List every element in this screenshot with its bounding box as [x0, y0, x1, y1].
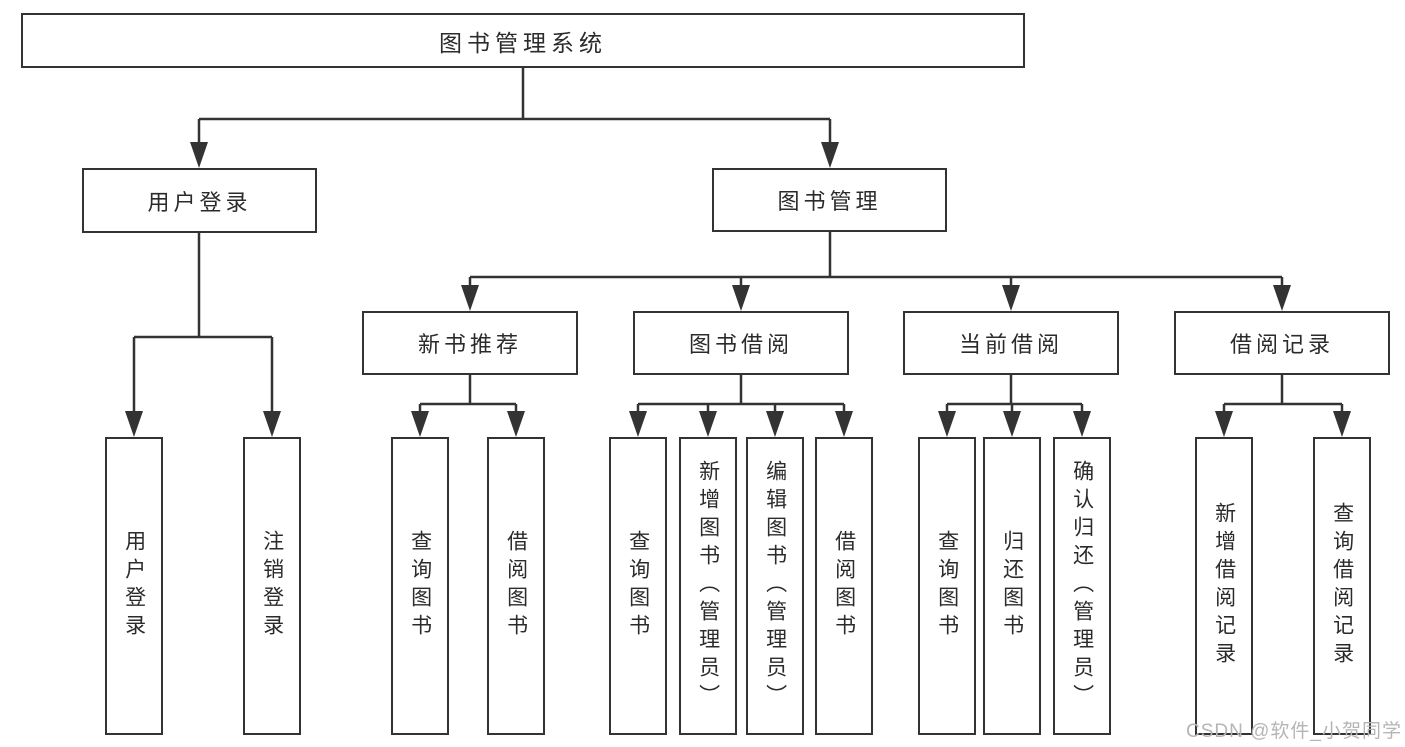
- leaf-add-books-admin-label: 新增图书（管理员）: [696, 460, 720, 712]
- leaf-borrow-books: 借阅图书: [815, 437, 873, 735]
- node-library-system: 图书管理系统: [21, 13, 1025, 68]
- leaf-logout-label: 注销登录: [260, 530, 284, 642]
- node-borrow-records: 借阅记录: [1174, 311, 1390, 375]
- leaf-return-books-label: 归还图书: [1000, 530, 1024, 642]
- node-current-borrow: 当前借阅: [903, 311, 1119, 375]
- connector-currentborrow-to-leaves: [945, 375, 1084, 415]
- leaf-query-books-current: 查询图书: [918, 437, 976, 735]
- connector-borrowrecords-to-leaves: [1222, 375, 1344, 415]
- node-book-management-label: 图书管理: [777, 189, 882, 214]
- leaf-borrow-books-label: 借阅图书: [832, 530, 856, 642]
- connector-userlogin-to-leaves: [132, 233, 274, 415]
- leaf-confirm-return-admin: 确认归还（管理员）: [1053, 437, 1111, 735]
- leaf-return-books: 归还图书: [983, 437, 1041, 735]
- leaf-add-borrow-record-label: 新增借阅记录: [1212, 502, 1236, 670]
- leaf-add-books-admin: 新增图书（管理员）: [679, 437, 737, 735]
- leaf-user-login: 用户登录: [105, 437, 163, 735]
- connector-root-to-level2: [197, 68, 832, 146]
- leaf-query-books-recommend-label: 查询图书: [408, 530, 432, 642]
- leaf-edit-books-admin: 编辑图书（管理员）: [746, 437, 804, 735]
- node-borrow-records-label: 借阅记录: [1229, 332, 1334, 357]
- csdn-watermark: CSDN @软件_小贺同学: [1186, 721, 1402, 742]
- node-book-borrow: 图书借阅: [633, 311, 849, 375]
- leaf-confirm-return-admin-label: 确认归还（管理员）: [1070, 460, 1094, 712]
- leaf-query-books-borrow: 查询图书: [609, 437, 667, 735]
- node-book-borrow-label: 图书借阅: [688, 332, 793, 357]
- connector-newbook-to-leaves: [418, 375, 518, 415]
- leaf-borrow-books-recommend-label: 借阅图书: [504, 530, 528, 642]
- leaf-user-login-label: 用户登录: [122, 530, 146, 642]
- leaf-logout: 注销登录: [243, 437, 301, 735]
- leaf-query-books-borrow-label: 查询图书: [626, 530, 650, 642]
- leaf-borrow-books-recommend: 借阅图书: [487, 437, 545, 735]
- node-book-management: 图书管理: [712, 168, 947, 232]
- leaf-add-borrow-record: 新增借阅记录: [1195, 437, 1253, 735]
- leaf-query-borrow-record-label: 查询借阅记录: [1330, 502, 1354, 670]
- leaf-query-borrow-record: 查询借阅记录: [1313, 437, 1371, 735]
- connector-bookmgmt-to-level3: [468, 232, 1284, 289]
- leaf-query-books-recommend: 查询图书: [391, 437, 449, 735]
- node-new-book-recommend: 新书推荐: [362, 311, 578, 375]
- node-new-book-recommend-label: 新书推荐: [417, 332, 522, 357]
- node-user-login-label: 用户登录: [147, 189, 252, 215]
- node-current-borrow-label: 当前借阅: [958, 332, 1063, 357]
- leaf-edit-books-admin-label: 编辑图书（管理员）: [763, 460, 787, 712]
- node-library-system-label: 图书管理系统: [439, 29, 607, 56]
- leaf-query-books-current-label: 查询图书: [935, 530, 959, 642]
- node-user-login: 用户登录: [82, 168, 317, 233]
- connector-bookborrow-to-leaves: [636, 375, 846, 415]
